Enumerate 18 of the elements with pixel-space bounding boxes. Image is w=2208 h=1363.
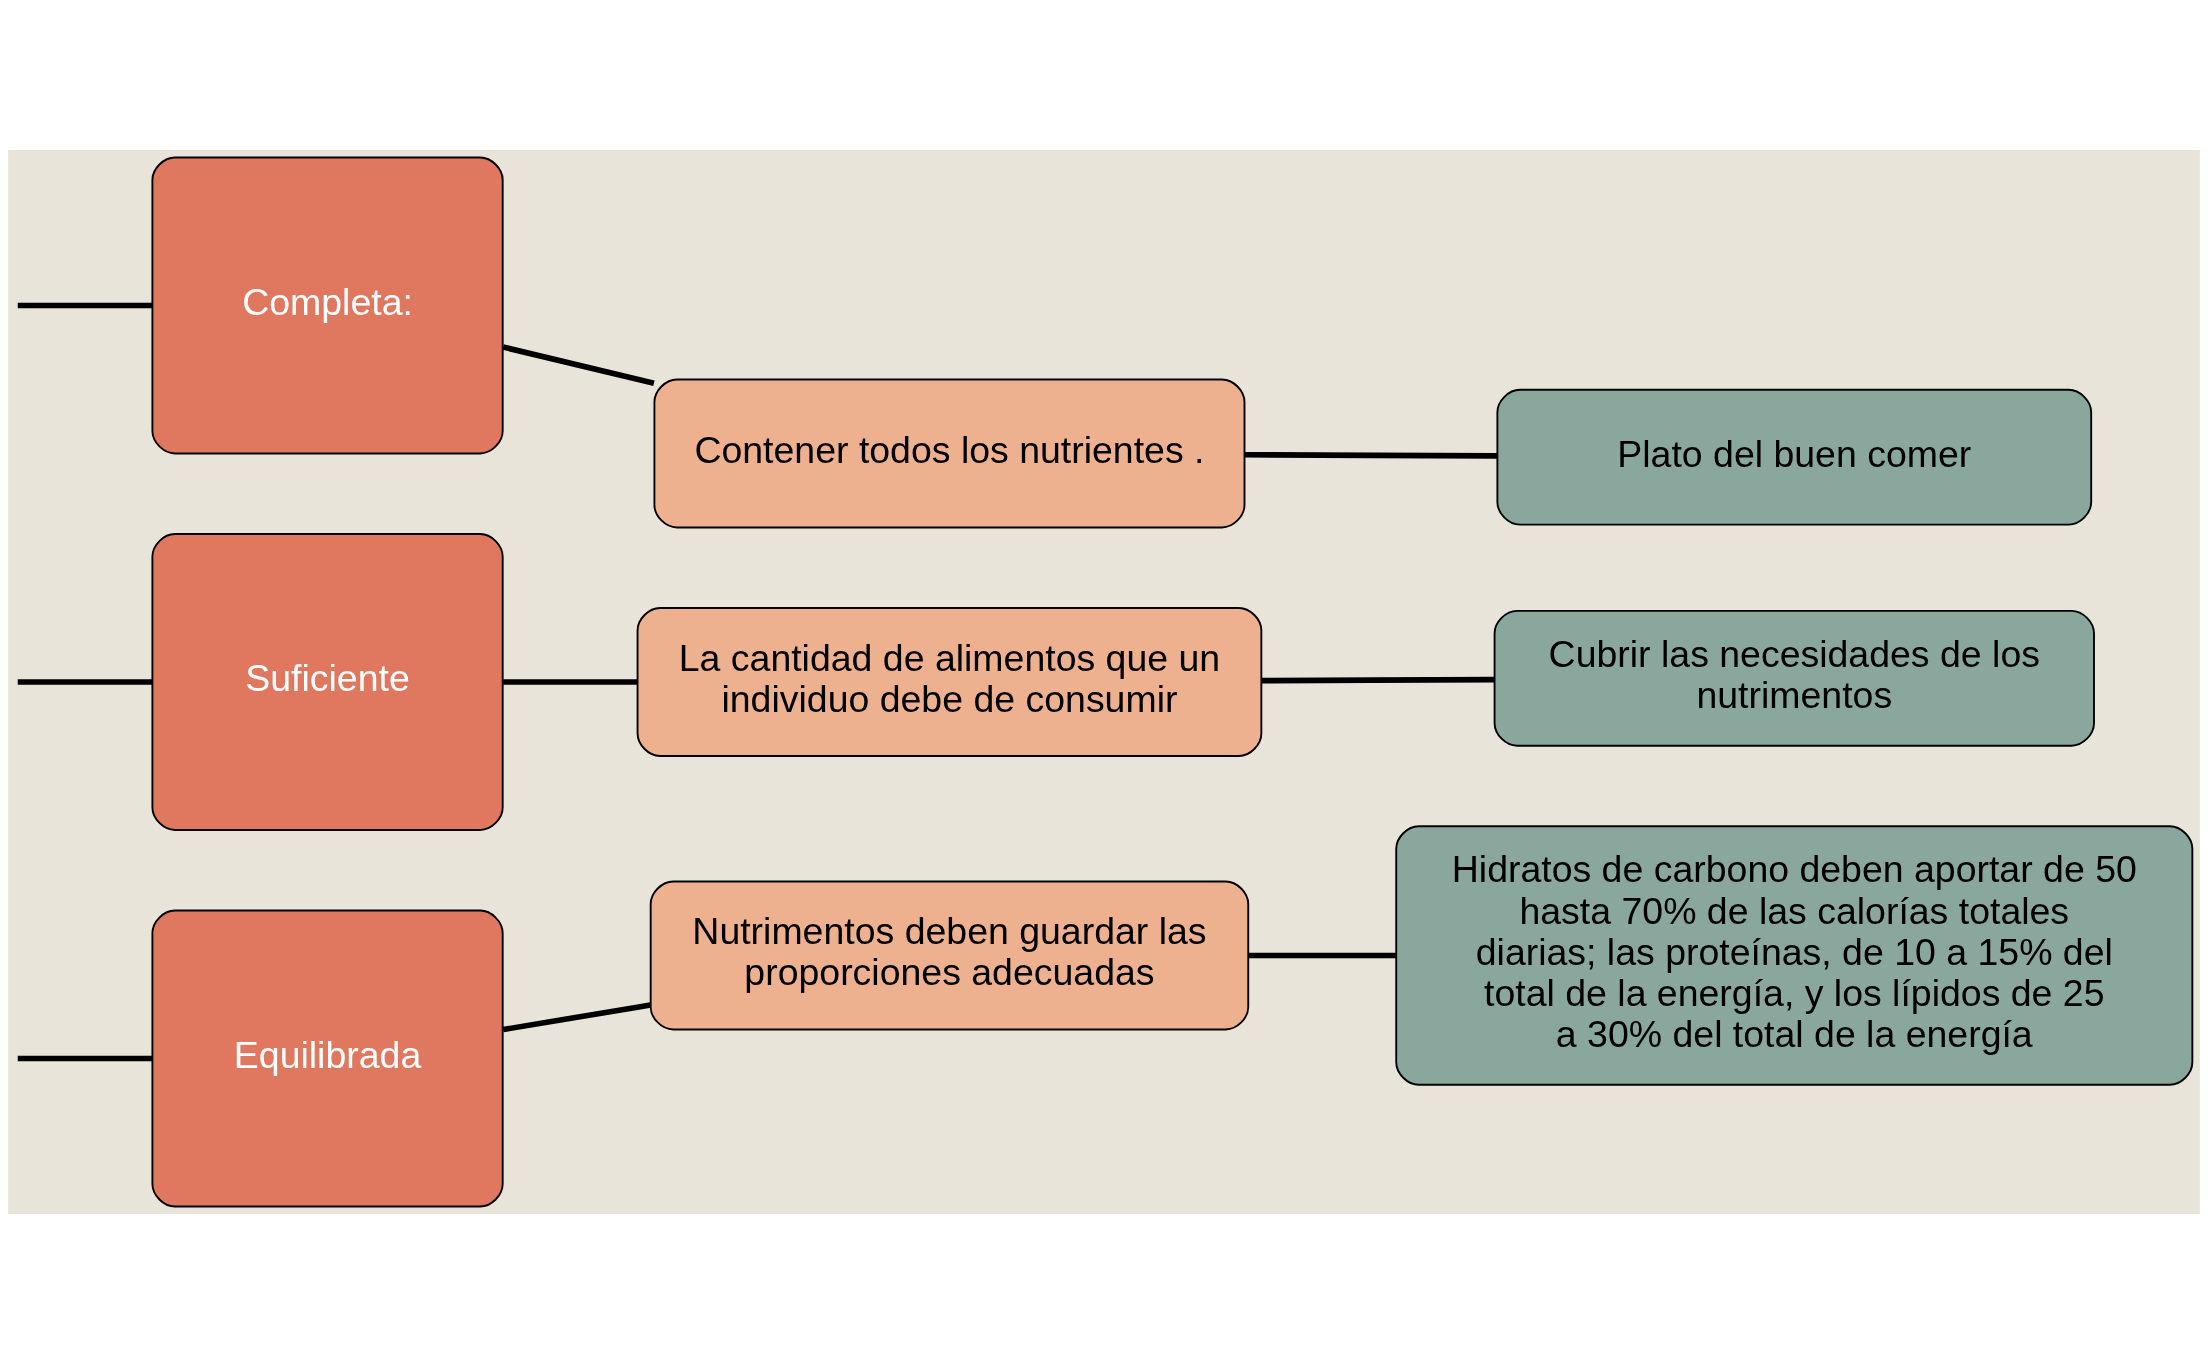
connector [17, 1055, 153, 1061]
node-box: Cubrir las necesidades de los nutrimentos [1493, 609, 2095, 747]
node-box: Nutrimentos deben guardar las proporciones adecuadas [649, 880, 1250, 1030]
node-box: Plato del buen comer [1496, 388, 2093, 526]
connector [1261, 676, 1495, 683]
connector [1244, 451, 1498, 459]
node-box: Contener todos los nutrientes . [653, 378, 1246, 528]
connector [17, 678, 153, 685]
node-box: Completa: [151, 156, 504, 454]
connector [502, 1001, 651, 1032]
node-box: Hidratos de carbono deben aportar de 50 hasta 70% de las calorías totales diarias; las proteínas, de 10 a 15% del total de la energía, y los lípidos de 25 a 30% del total de la energía [1395, 824, 2194, 1086]
connector [502, 343, 655, 386]
node-box: La cantidad de alimentos que un individuo debe de consumir [636, 606, 1263, 757]
node-box: Equilibrada [151, 909, 504, 1207]
node-box: Suficiente [151, 532, 504, 831]
connector [503, 678, 638, 685]
connector [1248, 952, 1396, 958]
connector [17, 302, 153, 308]
